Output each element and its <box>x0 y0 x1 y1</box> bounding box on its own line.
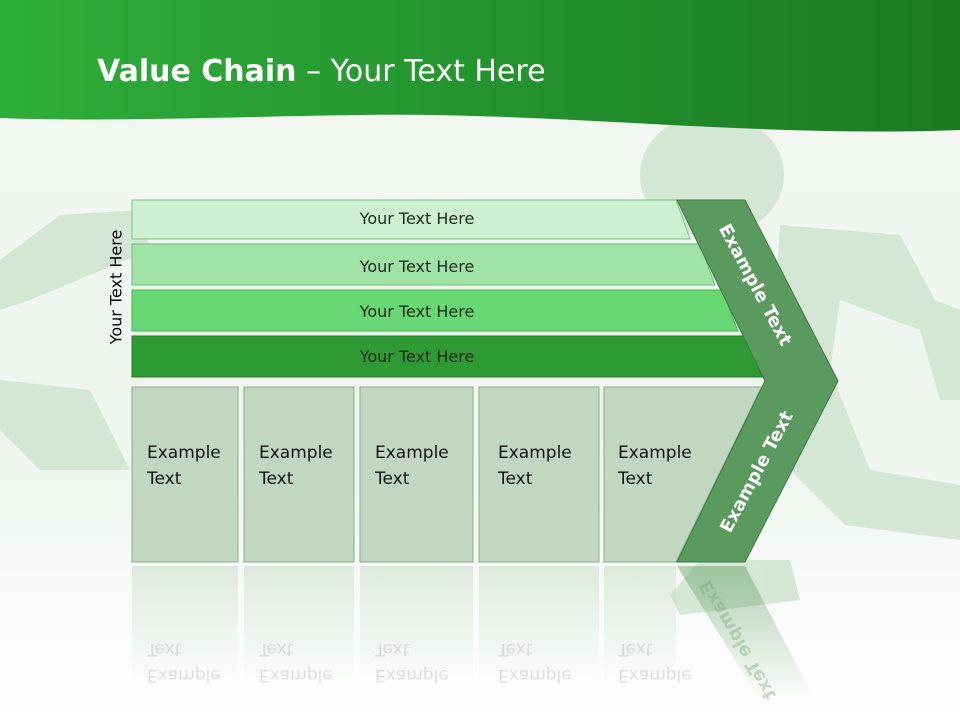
column-box-1 <box>131 386 239 563</box>
bar-3 <box>131 289 739 332</box>
column-text-4-line1: Example <box>498 443 572 463</box>
chevron-arrow <box>676 199 839 563</box>
column-reflection-2 <box>244 566 354 686</box>
column-box-3 <box>359 386 474 563</box>
reflection-3-line1: Example <box>375 665 449 685</box>
reflection-4-line1: Example <box>498 665 572 685</box>
reflection-5-line1: Example <box>618 665 692 685</box>
column-text-5: Example Text <box>618 440 692 492</box>
column-reflection-1 <box>132 566 238 686</box>
column-reflection-text-1: Example Text <box>147 636 221 688</box>
column-reflection-5 <box>604 566 676 686</box>
column-text-3-line1: Example <box>375 443 449 463</box>
bar-4 <box>131 335 763 378</box>
column-reflection-text-4: Example Text <box>498 636 572 688</box>
title-bold: Value Chain <box>97 54 297 89</box>
column-text-3-line2: Text <box>375 469 410 489</box>
bar-label-2: Your Text Here <box>359 257 475 276</box>
column-text-1: Example Text <box>147 440 221 492</box>
bar-label-1: Your Text Here <box>359 209 475 228</box>
column-text-5-line1: Example <box>618 443 692 463</box>
reflection-1-line2: Text <box>147 639 182 659</box>
reflection-2-line1: Example <box>259 665 333 685</box>
column-reflection-text-5: Example Text <box>618 636 692 688</box>
column-reflection-text-3: Example Text <box>375 636 449 688</box>
column-text-3: Example Text <box>375 440 449 492</box>
header-band <box>0 0 960 132</box>
column-box-5 <box>603 386 763 563</box>
column-box-4 <box>478 386 600 563</box>
bar-2 <box>131 243 716 286</box>
bar-1 <box>131 199 691 240</box>
vertical-side-label: Your Text Here <box>106 229 126 345</box>
reflection-5-line2: Text <box>618 639 653 659</box>
column-reflection-3 <box>360 566 473 686</box>
column-text-4-line2: Text <box>498 469 533 489</box>
column-box-2 <box>243 386 355 563</box>
reflection-2-line2: Text <box>259 639 294 659</box>
reflection-4-line2: Text <box>498 639 533 659</box>
slide-title: Value Chain – Your Text Here <box>97 54 546 89</box>
column-text-1-line2: Text <box>147 469 182 489</box>
bar-label-3: Your Text Here <box>359 302 475 321</box>
bar-label-4: Your Text Here <box>359 347 475 366</box>
reflection-3-line2: Text <box>375 639 410 659</box>
column-text-4: Example Text <box>498 440 572 492</box>
column-text-5-line2: Text <box>618 469 653 489</box>
column-text-2-line1: Example <box>259 443 333 463</box>
column-reflection-4 <box>479 566 599 686</box>
column-text-1-line1: Example <box>147 443 221 463</box>
column-text-2: Example Text <box>259 440 333 492</box>
column-text-2-line2: Text <box>259 469 294 489</box>
reflection-1-line1: Example <box>147 665 221 685</box>
column-reflection-text-2: Example Text <box>259 636 333 688</box>
title-rest: – Your Text Here <box>296 54 546 89</box>
chevron-reflection <box>677 566 815 700</box>
